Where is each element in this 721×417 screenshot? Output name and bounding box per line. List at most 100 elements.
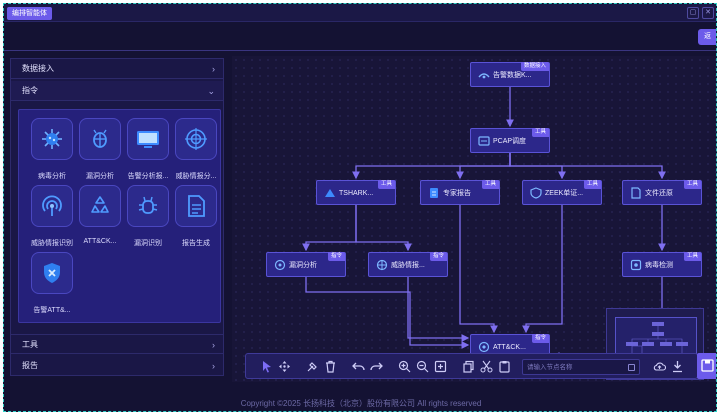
attack-icon xyxy=(478,341,490,353)
chevron-right-icon: › xyxy=(212,64,215,74)
node-search-input[interactable] xyxy=(527,362,621,373)
section-label: 数据接入 xyxy=(22,64,54,73)
flow-node[interactable]: 漏洞分析 指令 xyxy=(266,252,346,277)
edge-n8-n10 xyxy=(407,277,470,342)
save-button[interactable] xyxy=(697,353,716,379)
node-label: 文件还原 xyxy=(645,190,673,197)
node-tag: 工具 xyxy=(583,180,601,189)
delete-icon[interactable] xyxy=(324,360,337,373)
node-label: TSHARK... xyxy=(339,190,374,197)
section-tools[interactable]: 工具 › xyxy=(11,334,223,354)
node-label: 漏洞分析 xyxy=(289,262,317,269)
section-label: 指令 xyxy=(22,86,38,95)
flow-node[interactable]: ZEEK单证... 工具 xyxy=(522,180,602,205)
threat-intel-icon xyxy=(376,259,388,271)
cloud-upload-icon[interactable] xyxy=(653,360,666,373)
section-commands[interactable]: 指令 ⌄ xyxy=(11,81,223,101)
flow-node[interactable]: 专家报告 工具 xyxy=(420,180,500,205)
vuln-icon xyxy=(274,259,286,271)
node-tag: 指令 xyxy=(429,252,447,261)
fit-view-icon[interactable] xyxy=(434,360,447,373)
shield-icon xyxy=(31,252,73,294)
section-data-access[interactable]: 数据接入 › xyxy=(11,59,223,79)
app-window: 编排智能体 ▢ ✕ 返 数据接入 › 指令 ⌄ 病毒分析 xyxy=(3,3,717,412)
command-label: 告警分析报... xyxy=(127,173,169,180)
zoom-out-icon[interactable] xyxy=(416,360,429,373)
undo-icon[interactable] xyxy=(352,360,365,373)
cut-icon[interactable] xyxy=(480,360,493,373)
zoom-in-icon[interactable] xyxy=(398,360,411,373)
edge-n5-n10 xyxy=(522,204,563,334)
report-icon xyxy=(430,188,438,198)
flow-node[interactable]: 威胁情报... 指令 xyxy=(368,252,448,277)
flow-node[interactable]: 文件还原 工具 xyxy=(622,180,702,205)
command-vuln-analysis[interactable]: 漏洞分析 xyxy=(78,118,122,181)
document-icon xyxy=(175,185,217,227)
header-divider xyxy=(4,50,716,51)
redo-icon[interactable] xyxy=(370,360,383,373)
paste-icon[interactable] xyxy=(498,360,511,373)
chevron-right-icon: › xyxy=(212,361,215,371)
node-search xyxy=(522,359,640,375)
command-threat-intel-analysis[interactable]: 威胁情报分... xyxy=(174,118,218,181)
window-option-icon[interactable]: ▢ xyxy=(687,7,699,19)
command-label: 漏洞识别 xyxy=(134,240,162,247)
recycle-icon xyxy=(79,185,121,227)
search-clear-icon[interactable] xyxy=(628,364,635,371)
command-threat-intel-detect[interactable]: 威胁情报识别 xyxy=(30,185,74,248)
virus-icon xyxy=(31,118,73,160)
edge-n4-n10 xyxy=(459,204,498,334)
node-label: 威胁情报... xyxy=(391,262,425,269)
edge-n7-n10 xyxy=(305,277,470,349)
edge-n3-n7 xyxy=(302,204,357,252)
node-tag: 工具 xyxy=(683,180,701,189)
command-label: 漏洞分析 xyxy=(86,173,114,180)
move-icon[interactable] xyxy=(278,360,291,373)
flow-edges xyxy=(302,87,666,360)
tshark-icon xyxy=(325,189,335,197)
window-close-icon[interactable]: ✕ xyxy=(702,7,714,19)
command-alert-attack[interactable]: 告警ATT&... xyxy=(30,252,74,315)
node-tag: 数据接入 xyxy=(520,62,549,71)
command-attack[interactable]: ATT&CK... xyxy=(78,185,122,245)
flow-node[interactable]: 告警数据K... 数据接入 xyxy=(470,62,550,87)
pointer-icon[interactable] xyxy=(260,360,273,373)
command-label: ATT&CK... xyxy=(83,238,117,245)
target-icon xyxy=(175,118,217,160)
footer-copyright: Copyright ©2025 长扬科技（北京）股份有限公司 All right… xyxy=(240,399,482,408)
node-label: PCAP调度 xyxy=(493,138,527,145)
command-label: 病毒分析 xyxy=(38,173,66,180)
clear-brush-icon[interactable] xyxy=(306,360,319,373)
file-icon xyxy=(631,187,641,199)
virus-scan-icon xyxy=(630,259,642,271)
edge-n3-n8 xyxy=(355,204,412,252)
chevron-down-icon: ⌄ xyxy=(207,86,215,96)
download-icon[interactable] xyxy=(671,360,684,373)
kafka-icon xyxy=(478,73,490,79)
node-tag: 工具 xyxy=(683,252,701,261)
command-label: 报告生成 xyxy=(182,240,210,247)
app-tab[interactable]: 编排智能体 xyxy=(7,7,52,20)
node-label: 专家报告 xyxy=(443,190,471,197)
pcap-icon xyxy=(478,136,490,146)
command-label: 告警ATT&... xyxy=(33,307,71,314)
flow-node[interactable]: TSHARK... 工具 xyxy=(316,180,396,205)
command-virus-analysis[interactable]: 病毒分析 xyxy=(30,118,74,181)
node-tag: 工具 xyxy=(377,180,395,189)
flow-node[interactable]: PCAP调度 工具 xyxy=(470,128,550,153)
flow-node[interactable]: 病毒检测 工具 xyxy=(622,252,702,277)
command-report-generate[interactable]: 报告生成 xyxy=(174,185,218,248)
command-label: 威胁情报识别 xyxy=(31,240,73,247)
zeek-shield-icon xyxy=(530,187,542,199)
back-button[interactable]: 返 xyxy=(698,29,716,45)
section-label: 工具 xyxy=(22,340,38,349)
section-reports[interactable]: 报告 › xyxy=(11,356,223,376)
node-label: ZEEK单证... xyxy=(545,190,584,197)
component-sidebar: 数据接入 › 指令 ⌄ 病毒分析 漏洞分析 xyxy=(10,58,224,376)
command-vuln-detect[interactable]: 漏洞识别 xyxy=(126,185,170,248)
node-label: 告警数据K... xyxy=(493,72,532,79)
command-palette: 病毒分析 漏洞分析 告警分析报... 威胁情报分... xyxy=(18,109,221,323)
copy-icon[interactable] xyxy=(462,360,475,373)
command-alert-report[interactable]: 告警分析报... xyxy=(126,118,170,181)
node-tag: 工具 xyxy=(481,180,499,189)
